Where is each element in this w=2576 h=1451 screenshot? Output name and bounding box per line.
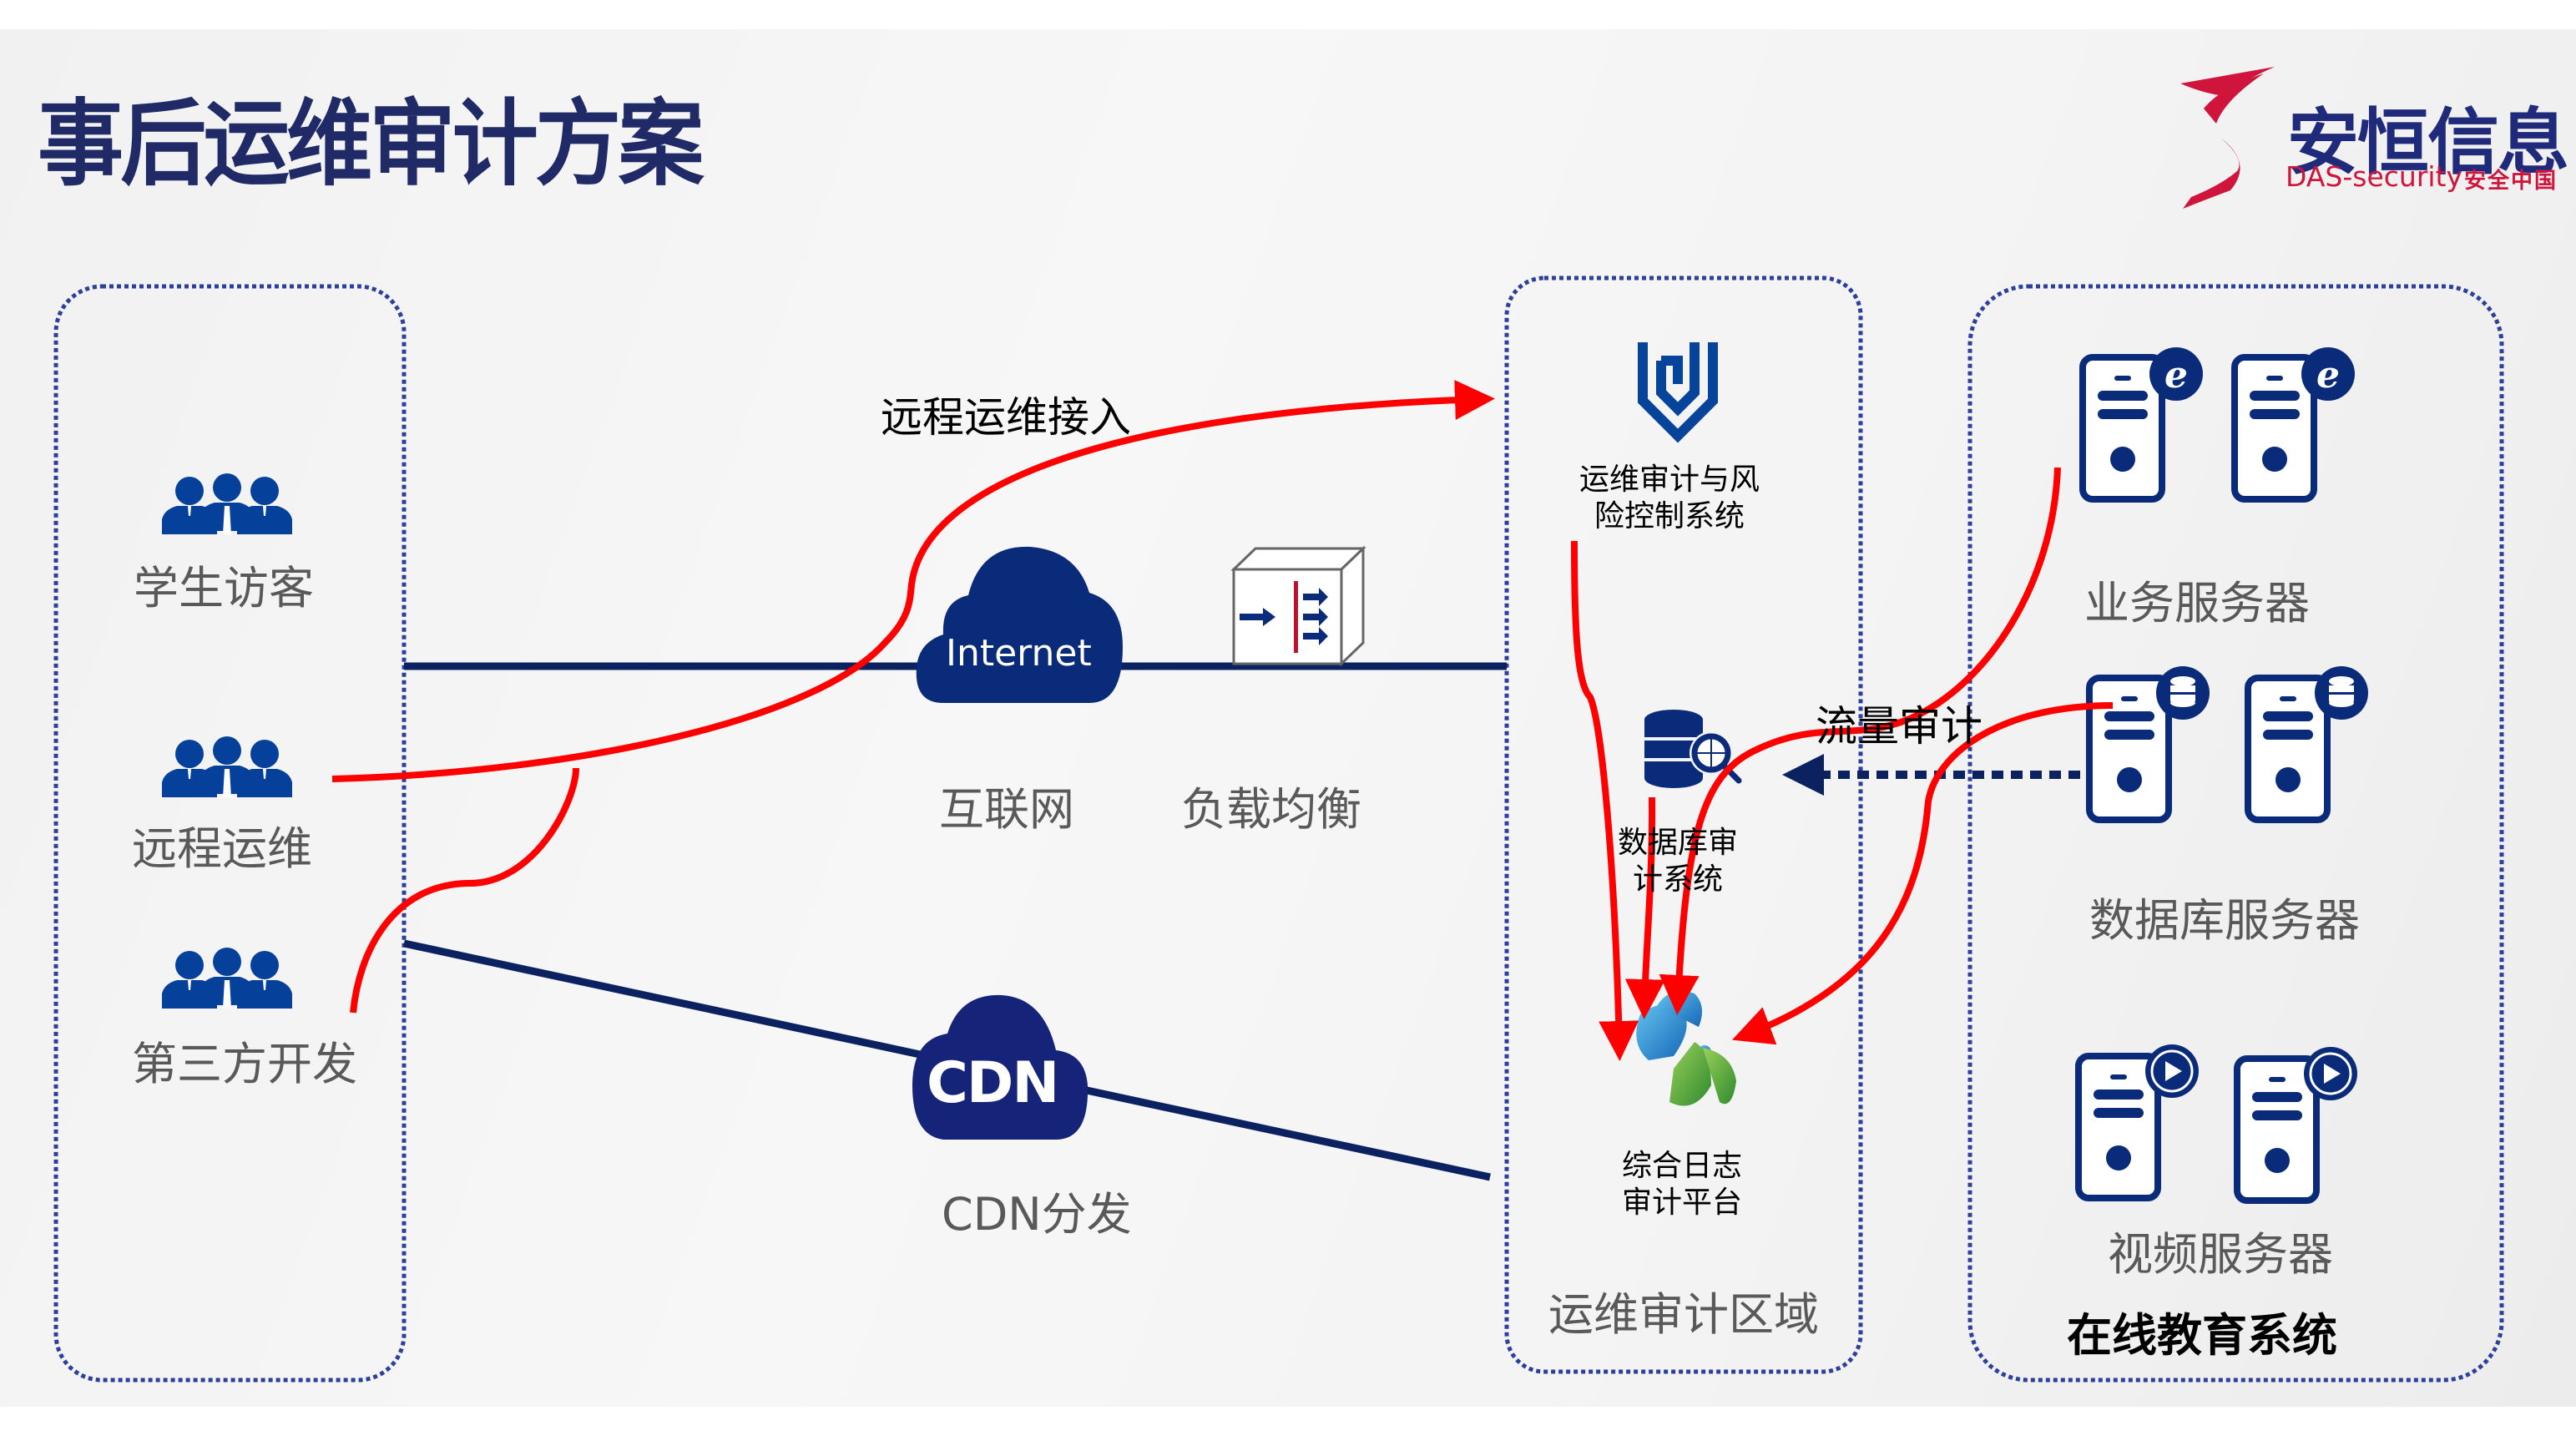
database-badge-icon [2156, 666, 2210, 720]
ops-audit-to-log-path [1571, 540, 1639, 1061]
audit-zone-border [1504, 276, 1863, 1374]
database-server-label: 数据库服务器 [2089, 894, 2360, 947]
video-server-1-icon [2078, 1044, 2199, 1198]
database-to-log-path [1732, 702, 2114, 1045]
internet-label: 互联网 [939, 783, 1074, 836]
video-server-label: 视频服务器 [2108, 1228, 2333, 1281]
audit-zone-title: 运维审计区域 [1548, 1288, 1819, 1341]
database-search-icon [1644, 710, 1742, 788]
video-server-2-icon [2237, 1047, 2357, 1201]
logo-name-cn: 安恒信息 [2287, 101, 2569, 185]
play-badge-icon [2304, 1047, 2357, 1100]
clover-logo-icon [1636, 991, 1736, 1106]
user-group-icon [162, 948, 292, 1009]
business-server-1-icon: e [2083, 347, 2203, 499]
business-server-label: 业务服务器 [2084, 577, 2310, 629]
log-audit-platform-label: 综合日志 审计平台 [1621, 1149, 1742, 1220]
database-server-2-icon [2248, 666, 2368, 820]
logo-slogan: 安全中国 [2464, 169, 2558, 194]
svg-text:e: e [2316, 354, 2340, 397]
cdn-cloud-label: CDN [927, 1050, 1059, 1116]
internet-cloud-icon [916, 546, 1123, 703]
user-label-third-party: 第三方开发 [132, 1038, 357, 1090]
das-security-logo-icon [2180, 67, 2275, 209]
user-group-icon [162, 736, 292, 797]
shield-icon [1638, 342, 1718, 443]
user-label-remote-ops: 远程运维 [132, 822, 312, 875]
cdn-cloud-icon [912, 994, 1088, 1140]
play-badge-icon [2145, 1044, 2199, 1098]
users-zone-border [53, 284, 407, 1383]
svg-text:e: e [2164, 354, 2188, 397]
user-label-student: 学生访客 [134, 562, 314, 614]
db-audit-to-log-path [1624, 796, 1665, 1019]
remote-access-path [331, 380, 1495, 782]
internet-cloud-label: Internet [946, 632, 1092, 675]
ops-audit-system-label: 运维审计与风 险控制系统 [1578, 463, 1760, 533]
ie-browser-badge-icon: e [2301, 347, 2355, 401]
remote-access-label: 远程运维接入 [881, 393, 1131, 442]
database-server-1-icon [2089, 666, 2210, 820]
business-server-2-icon: e [2235, 347, 2355, 499]
third-party-path [350, 767, 579, 1014]
logo-name-en: DAS-security [2286, 160, 2463, 193]
traffic-audit-label: 流量审计 [1816, 702, 1983, 751]
database-badge-icon [2315, 666, 2368, 720]
user-group-icon [162, 473, 292, 534]
ie-browster-badge-icon: e [2149, 347, 2203, 401]
load-balancer-icon [1230, 545, 1366, 667]
load-balancer-label: 负载均衡 [1181, 783, 1361, 836]
cdn-label: CDN分发 [942, 1188, 1132, 1241]
business-to-log-path [1659, 467, 2061, 1015]
education-system-title: 在线教育系统 [2067, 1309, 2337, 1362]
page-title: 事后运维审计方案 [38, 90, 705, 199]
db-audit-system-label: 数据库审 计系统 [1617, 826, 1738, 897]
education-zone-border [1967, 284, 2504, 1383]
